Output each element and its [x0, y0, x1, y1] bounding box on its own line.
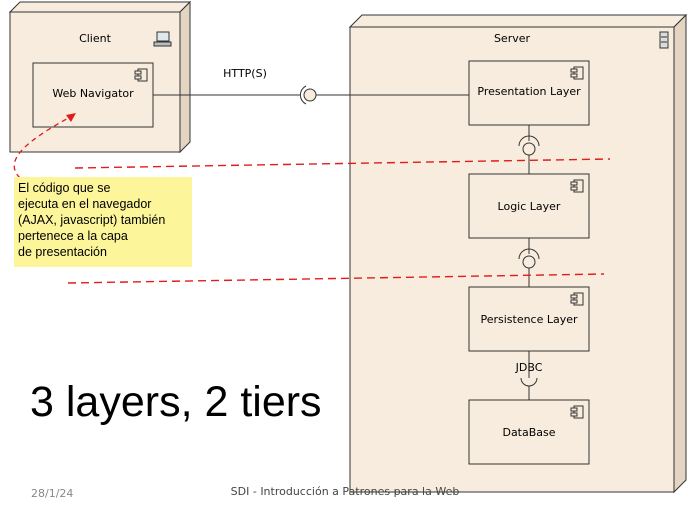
note-line: de presentación: [18, 245, 107, 259]
component-icon: [570, 179, 584, 193]
database-label: DataBase: [502, 426, 555, 439]
component-icon: [570, 292, 584, 306]
server-icon: [659, 31, 669, 49]
server-title: Server: [494, 32, 531, 45]
http-connector: HTTP(S): [153, 67, 469, 105]
logic-persistence-interface: [518, 238, 540, 287]
logic-layer-component: Logic Layer: [468, 173, 590, 239]
presentation-layer-label: Presentation Layer: [477, 85, 581, 98]
persistence-layer-component: Persistence Layer: [468, 286, 590, 352]
database-component: DataBase: [468, 399, 590, 465]
component-icon: [134, 68, 148, 82]
note-line: El código que se: [18, 181, 111, 195]
presentation-layer-component: Presentation Layer: [468, 60, 590, 126]
logic-layer-label: Logic Layer: [498, 200, 561, 213]
computer-icon: [153, 31, 172, 47]
logic-boundary-line: [67, 273, 605, 284]
presentation-boundary-line: [74, 158, 611, 169]
client-title: Client: [79, 32, 112, 45]
http-label: HTTP(S): [223, 67, 267, 80]
note-line: (AJAX, javascript) también: [18, 213, 166, 227]
jdbc-label: JDBC: [515, 361, 543, 374]
component-icon: [570, 405, 584, 419]
slide-date: 28/1/24: [31, 487, 74, 500]
slide-footer-title: SDI - Introducción a Patrones para la We…: [230, 485, 460, 498]
presentation-logic-interface: [518, 125, 540, 174]
note-pointer-arrowhead: [66, 113, 76, 122]
persistence-layer-label: Persistence Layer: [480, 313, 578, 326]
annotation-note: El código que se ejecuta en el navegador…: [14, 177, 192, 267]
jdbc-connector: JDBC: [515, 351, 543, 400]
web-navigator-component: Web Navigator: [32, 62, 154, 128]
web-navigator-label: Web Navigator: [52, 87, 134, 100]
component-icon: [570, 66, 584, 80]
headline: 3 layers, 2 tiers: [30, 378, 322, 426]
note-line: pertenece a la capa: [18, 229, 128, 243]
note-line: ejecuta en el navegador: [18, 197, 152, 211]
